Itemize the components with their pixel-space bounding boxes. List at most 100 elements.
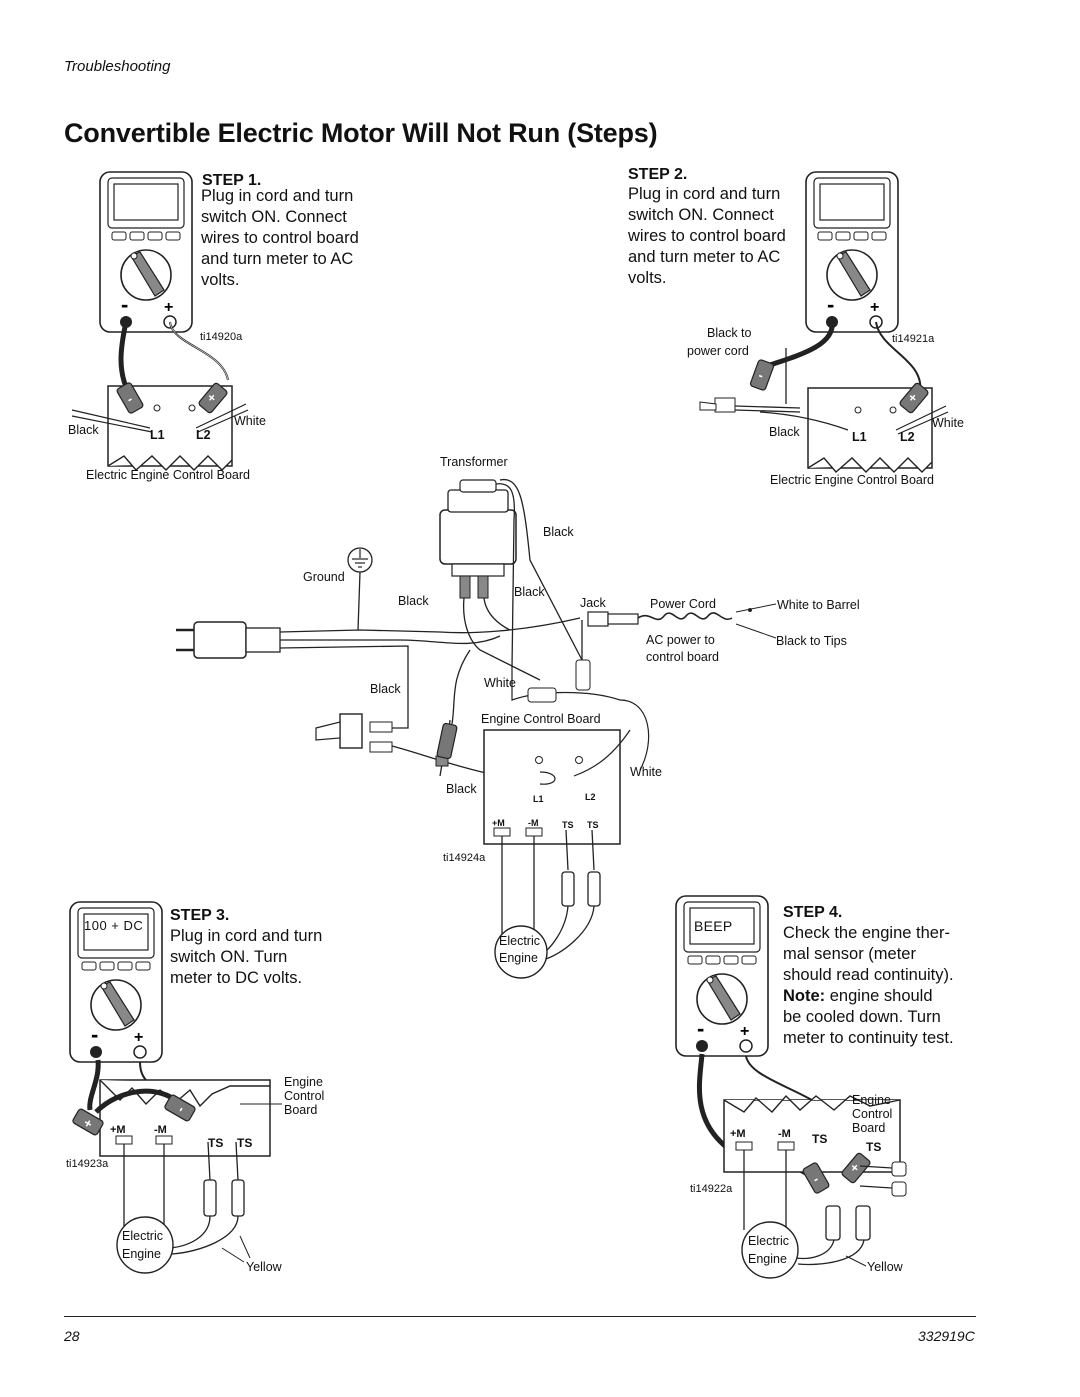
ground-symbol (347, 547, 373, 573)
step4-ts-label-2: TS (866, 1140, 882, 1154)
step1-black-label: Black (68, 423, 99, 437)
power-cord-label: Power Cord (650, 597, 716, 611)
step4-mm-label: -M (778, 1128, 791, 1140)
engine-control-board-label: Engine Control Board (481, 712, 601, 726)
black-to-tips-label: Black to Tips (776, 634, 847, 648)
step1-white-label: White (234, 414, 266, 428)
step3-ts-label-2: TS (237, 1136, 253, 1150)
step1-line: Plug in cord and turn (201, 187, 354, 205)
step4-board-label: Board (852, 1121, 886, 1135)
black-label-2: Black (514, 585, 545, 599)
page-number: 28 (64, 1328, 80, 1344)
step4-note-label: Note: (783, 987, 826, 1005)
power-switch (315, 713, 393, 753)
step2-white-label: White (932, 416, 964, 430)
step3-pm-label: +M (110, 1124, 126, 1136)
center-engine-label: Engine (499, 951, 538, 965)
step4-electric-label: Electric (748, 1234, 789, 1248)
step4-line: meter to continuity test. (783, 1029, 954, 1047)
section-header: Troubleshooting (64, 58, 171, 75)
center-l1-label: L1 (533, 794, 544, 804)
step2-line: and turn meter to AC (628, 248, 781, 266)
step2-power-cord-label: power cord (687, 344, 749, 358)
step4-line: should read continuity). (783, 966, 954, 984)
step3-electric-label: Electric (122, 1229, 163, 1243)
step1-line: volts. (201, 271, 240, 289)
step1-l1-label: L1 (150, 428, 165, 442)
step2-l1-label: L1 (852, 430, 867, 444)
step4-ts-label-1: TS (812, 1132, 828, 1146)
step2-board-label: Electric Engine Control Board (770, 473, 934, 487)
step4-heading: STEP 4. (783, 904, 843, 921)
step3-line: switch ON. Turn (170, 948, 288, 966)
step4-yellow-label: Yellow (867, 1260, 903, 1274)
step3-engine2-label: Engine (122, 1247, 161, 1261)
step2-line: switch ON. Connect (628, 206, 774, 224)
step3-line: Plug in cord and turn (170, 927, 323, 945)
step3-yellow-label: Yellow (246, 1260, 282, 1274)
step2-black-to-label: Black to (707, 326, 752, 340)
engine-control-board (483, 729, 621, 845)
step1-ref: ti14920a (200, 331, 243, 343)
step3-heading: STEP 3. (170, 907, 230, 924)
step3-meter-display: 100 + DC (84, 918, 144, 933)
ac-power-label: AC power to (646, 633, 715, 647)
step4-meter-display: BEEP (694, 918, 733, 934)
center-ts-label-2: TS (587, 820, 599, 830)
step4-ref: ti14922a (690, 1183, 733, 1195)
step2-heading: STEP 2. (628, 166, 688, 183)
center-electric-label: Electric (499, 934, 540, 948)
white-label-1: White (484, 676, 516, 690)
step1-heading: STEP 1. (202, 172, 262, 189)
step4-pm-label: +M (730, 1128, 746, 1140)
black-label-1: Black (543, 525, 574, 539)
step1-line: switch ON. Connect (201, 208, 347, 226)
center-pm-label: +M (492, 818, 505, 828)
step4-instructions: Check the engine ther- mal sensor (meter… (783, 923, 954, 1049)
step3-control-label: Control (284, 1089, 325, 1103)
step2-black-label: Black (769, 425, 800, 439)
step3-engine-label: Engine (284, 1075, 323, 1089)
electric-engine-circle (494, 925, 548, 979)
step2-ref: ti14921a (892, 333, 935, 345)
page-title: Convertible Electric Motor Will Not Run … (64, 118, 658, 148)
step4-engine-label: Engine (852, 1093, 891, 1107)
step1-meter (99, 171, 193, 333)
step3-ref: ti14923a (66, 1158, 109, 1170)
step2-instructions: Plug in cord and turn switch ON. Connect… (628, 184, 786, 289)
step4-control-label: Control (852, 1107, 893, 1121)
black-label-5: Black (446, 782, 477, 796)
step4-line: be cooled down. Turn (783, 1008, 941, 1026)
step1-l2-label: L2 (196, 428, 211, 442)
step4-engine2-label: Engine (748, 1252, 787, 1266)
step4-line: Check the engine ther- (783, 924, 950, 942)
doc-number: 332919C (918, 1328, 975, 1344)
step2-line: volts. (628, 269, 667, 287)
power-plug (176, 621, 281, 659)
step3-line: meter to DC volts. (170, 969, 303, 987)
step1-board-label: Electric Engine Control Board (86, 468, 250, 482)
step3-instructions: Plug in cord and turn switch ON. Turn me… (170, 926, 322, 989)
step1-line: and turn meter to AC (201, 250, 354, 268)
step1-line: wires to control board (201, 229, 359, 247)
step2-line: wires to control board (628, 227, 786, 245)
white-to-barrel-label: White to Barrel (777, 598, 860, 612)
step3-mm-label: -M (154, 1124, 167, 1136)
step1-instructions: Plug in cord and turn switch ON. Connect… (201, 186, 359, 291)
footer-rule (64, 1316, 976, 1317)
step3-ts-label-1: TS (208, 1136, 224, 1150)
jack-connector (587, 611, 639, 627)
center-ts-label-1: TS (562, 820, 574, 830)
black-label-3: Black (398, 594, 429, 608)
transformer (439, 479, 517, 599)
center-ref: ti14924a (443, 852, 486, 864)
step4-line: mal sensor (meter (783, 945, 916, 963)
center-l2-label: L2 (585, 792, 596, 802)
control-board-label: control board (646, 650, 719, 664)
ground-label: Ground (303, 570, 345, 584)
step4-note-text: engine should (825, 987, 933, 1005)
white-label-2: White (630, 765, 662, 779)
transformer-label: Transformer (440, 455, 508, 469)
step2-l2-label: L2 (900, 430, 915, 444)
center-mm-label: -M (528, 818, 539, 828)
